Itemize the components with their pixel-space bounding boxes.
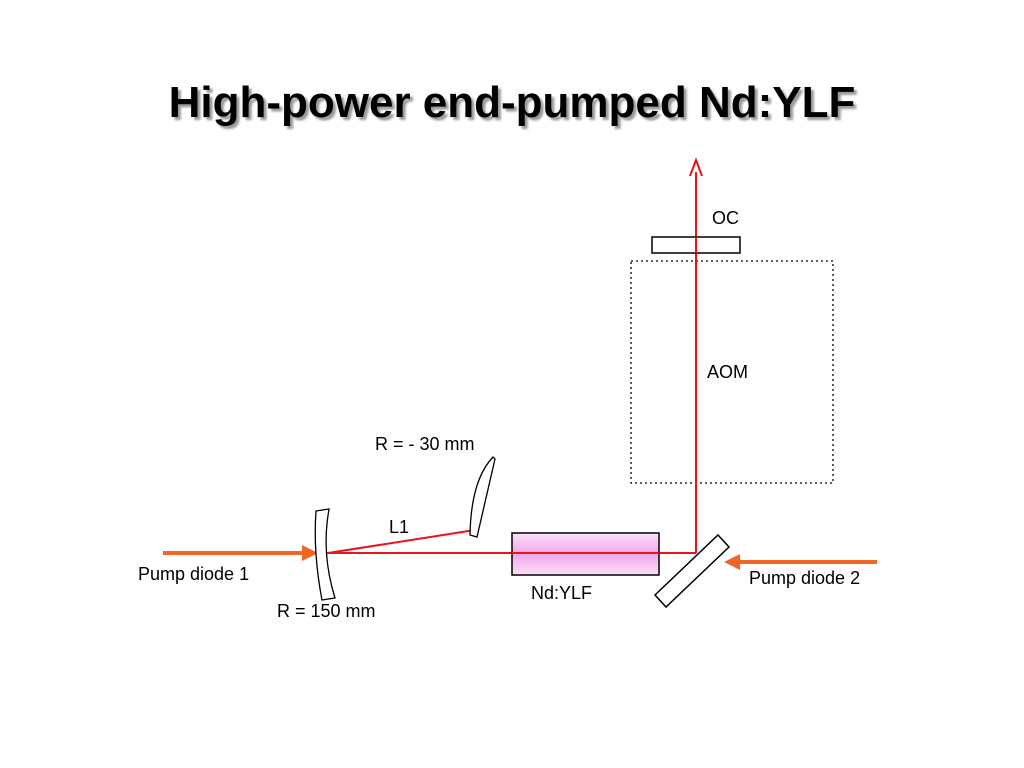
label-l1: L1 (389, 517, 410, 537)
label-r-150: R = 150 mm (277, 601, 376, 621)
label-pump-diode-1: Pump diode 1 (138, 564, 250, 584)
pump-beam-1-arrow-head (302, 545, 318, 561)
pump-beam-2-arrow-head (724, 554, 740, 570)
fold-beam (327, 529, 476, 554)
slide-title: High-power end-pumped Nd:YLF (168, 78, 856, 127)
label-oc: OC (712, 208, 739, 228)
label-aom: AOM (707, 362, 749, 382)
concave-mirror-r150 (314, 508, 336, 601)
dichroic-fold-mirror (653, 533, 731, 609)
label-pump-diode-2: Pump diode 2 (749, 568, 861, 588)
output-arrow-head (689, 157, 703, 177)
aom-box (630, 260, 834, 484)
mirror-r-minus-30 (469, 456, 496, 538)
label-nd-ylf: Nd:YLF (531, 583, 593, 603)
label-r-minus-30: R = - 30 mm (375, 434, 475, 454)
